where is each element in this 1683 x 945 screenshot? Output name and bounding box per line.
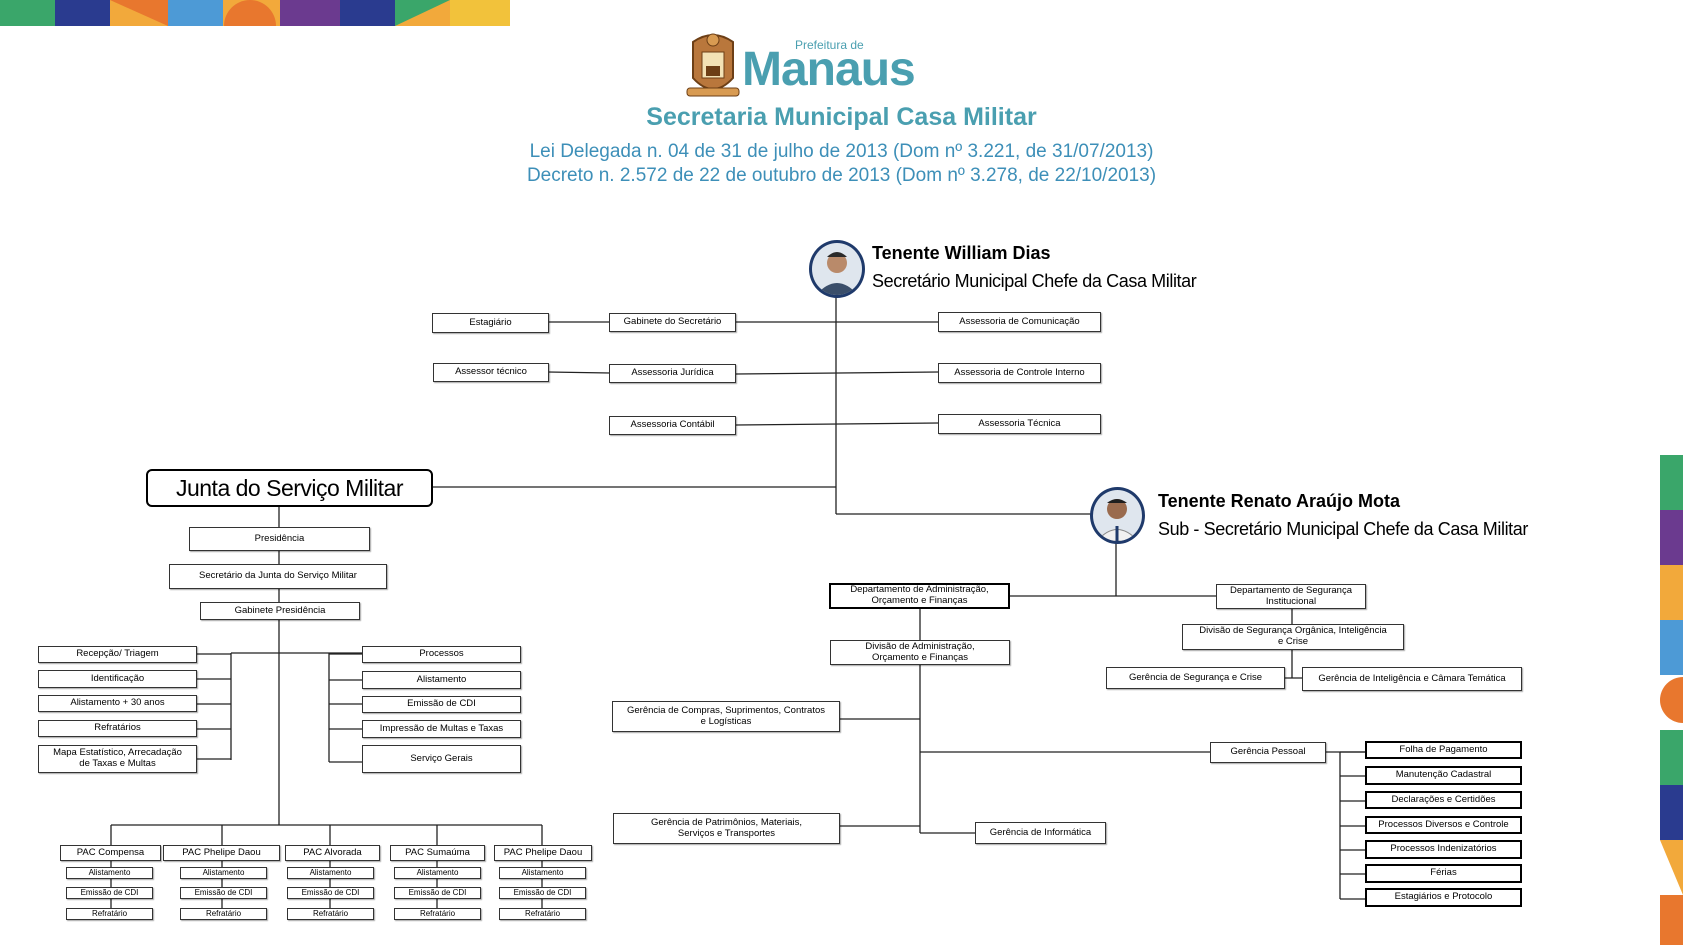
law-line-2: Decreto n. 2.572 de 22 de outubro de 201… (526, 165, 1157, 186)
box-recepcao: Recepção/ Triagem (38, 646, 197, 663)
box-assessoria-juridica: Assessoria Jurídica (609, 364, 736, 383)
box-gerencia-compras: Gerência de Compras, Suprimentos, Contra… (612, 701, 840, 732)
box-alistamento: Alistamento (362, 671, 521, 689)
logo-wordmark: Manaus (742, 43, 916, 96)
box-gerencia-patrimonios: Gerência de Patrimônios, Materiais, Serv… (613, 813, 840, 844)
pac-item: Alistamento (499, 867, 586, 879)
pac-item: Refratário (180, 908, 267, 920)
box-pessoal-item: Estagiários e Protocolo (1365, 888, 1522, 907)
chief-name: Tenente William Dias (872, 243, 1051, 263)
box-divisao-seguranca: Divisão de Segurança Orgânica, Inteligên… (1182, 624, 1404, 650)
box-gerencia-informatica: Gerência de Informática (975, 822, 1106, 844)
box-assessoria-tecnica: Assessoria Técnica (938, 414, 1101, 434)
box-divisao-administracao: Divisão de Administração, Orçamento e Fi… (830, 640, 1010, 665)
box-gabinete-secretario: Gabinete do Secretário (609, 313, 736, 332)
box-servico-gerais: Serviço Gerais (362, 745, 521, 773)
box-pessoal-item: Férias (1365, 864, 1522, 883)
person-icon (816, 252, 858, 295)
pac-item: Refratário (394, 908, 481, 920)
box-assessoria-contabil: Assessoria Contábil (609, 416, 736, 435)
box-pessoal-item: Processos Diversos e Controle (1365, 816, 1522, 834)
box-gerencia-pessoal: Gerência Pessoal (1210, 742, 1326, 763)
pac-item: Refratário (499, 908, 586, 920)
pac-item: Emissão de CDI (287, 887, 374, 899)
pac-item: Emissão de CDI (66, 887, 153, 899)
box-gerencia-seguranca-crise: Gerência de Segurança e Crise (1106, 667, 1285, 689)
box-refratarios: Refratários (38, 720, 197, 737)
sub-chief-role: Sub - Secretário Municipal Chefe da Casa… (1158, 519, 1528, 539)
box-gerencia-inteligencia: Gerência de Inteligência e Câmara Temáti… (1302, 667, 1522, 691)
pac-name: PAC Alvorada (285, 845, 380, 861)
pac-item: Refratário (287, 908, 374, 920)
pac-item: Emissão de CDI (180, 887, 267, 899)
top-color-strip (0, 0, 510, 26)
coat-of-arms-logo (686, 33, 740, 97)
box-impressao-multas: Impressão de Multas e Taxas (362, 720, 521, 738)
chief-role: Secretário Municipal Chefe da Casa Milit… (872, 271, 1197, 291)
pac-item: Emissão de CDI (394, 887, 481, 899)
box-assessoria-controle: Assessoria de Controle Interno (938, 363, 1101, 383)
box-estagiario: Estagiário (432, 313, 549, 333)
box-processos: Processos (362, 646, 521, 663)
box-secretario-junta: Secretário da Junta do Serviço Militar (169, 564, 387, 589)
box-gabinete-presidencia: Gabinete Presidência (200, 602, 360, 620)
law-line-1: Lei Delegada n. 04 de 31 de julho de 201… (529, 141, 1154, 162)
pac-name: PAC Phelipe Daou (494, 845, 592, 861)
box-junta-servico-militar: Junta do Serviço Militar (146, 469, 433, 507)
page-title: Secretaria Municipal Casa Militar (646, 103, 1037, 131)
pac-item: Alistamento (180, 867, 267, 879)
box-assessor-tecnico: Assessor técnico (433, 363, 549, 382)
pac-item: Alistamento (66, 867, 153, 879)
pac-item: Emissão de CDI (499, 887, 586, 899)
box-departamento-administracao: Departamento de Administração, Orçamento… (829, 583, 1010, 609)
box-assessoria-comunicacao: Assessoria de Comunicação (938, 312, 1101, 332)
chief-portrait (809, 240, 865, 298)
box-emissao-cdi: Emissão de CDI (362, 696, 521, 713)
sub-chief-name: Tenente Renato Araújo Mota (1158, 491, 1401, 511)
box-pessoal-item: Folha de Pagamento (1365, 741, 1522, 759)
box-pessoal-item: Processos Indenizatórios (1365, 840, 1522, 859)
box-presidencia: Presidência (189, 527, 370, 551)
box-alistamento-30: Alistamento + 30 anos (38, 695, 197, 712)
pac-name: PAC Sumaúma (390, 845, 485, 861)
box-pessoal-item: Declarações e Certidões (1365, 791, 1522, 809)
box-pessoal-item: Manutenção Cadastral (1365, 766, 1522, 785)
logo-subtitle: Prefeitura de (795, 38, 864, 52)
pac-name: PAC Compensa (60, 845, 161, 861)
box-identificacao: Identificação (38, 670, 197, 688)
right-color-strip (1660, 455, 1683, 945)
sub-chief-portrait (1090, 487, 1145, 544)
pac-item: Alistamento (287, 867, 374, 879)
box-mapa-estatistico: Mapa Estatístico, Arrecadação de Taxas e… (38, 745, 197, 773)
pac-item: Refratário (66, 908, 153, 920)
pac-item: Alistamento (394, 867, 481, 879)
person-icon (1096, 499, 1139, 541)
pac-name: PAC Phelipe Daou (163, 845, 280, 861)
box-departamento-seguranca: Departamento de Segurança Institucional (1216, 584, 1366, 609)
